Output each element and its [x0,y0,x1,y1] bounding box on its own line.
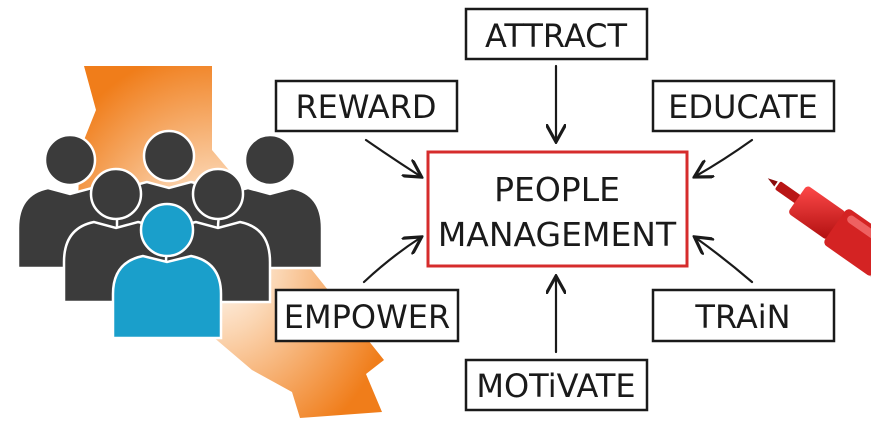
center-node: PEOPLE MANAGEMENT [426,150,689,268]
node-train-label: TRAiN [694,298,790,336]
node-empower: EMPOWER [274,288,460,343]
red-marker-icon [767,178,871,283]
arrow-educate [696,138,754,176]
node-train: TRAiN [651,288,836,343]
arrow-empower [362,238,420,284]
node-empower-label: EMPOWER [284,298,450,336]
node-attract-label: ATTRACT [485,17,628,55]
node-attract: ATTRACT [464,7,649,61]
arrow-train [696,238,754,284]
node-motivate-label: MOTiVATE [476,367,635,405]
arrow-reward [364,138,420,176]
center-line-1: PEOPLE [494,170,620,209]
node-reward-label: REWARD [295,88,436,126]
node-reward: REWARD [274,79,459,133]
people-group-icon [16,129,324,304]
node-motivate: MOTiVATE [464,358,649,412]
person-highlight-icon [111,202,223,340]
node-educate-label: EDUCATE [668,88,818,126]
center-line-2: MANAGEMENT [438,215,677,254]
node-educate: EDUCATE [651,79,836,133]
